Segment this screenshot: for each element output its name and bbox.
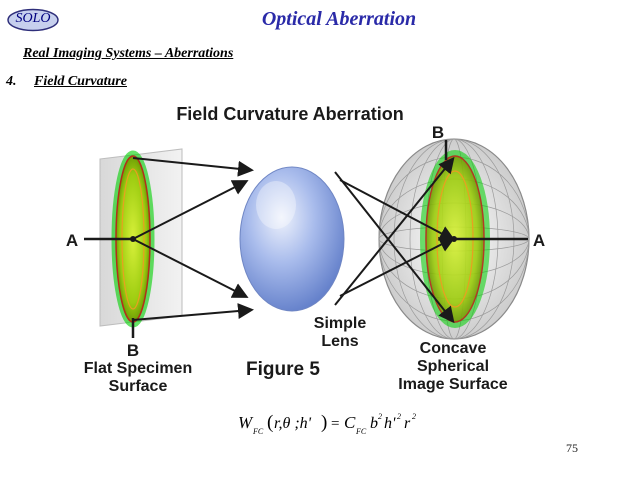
page-number: 75 [566,441,578,455]
figure-title: Field Curvature Aberration [176,104,403,124]
point-a-right [451,236,457,242]
light-rays [132,156,456,324]
formula-h-exp: 2 [397,412,401,421]
solo-logo [7,8,59,32]
section-number: 4. [6,74,17,89]
formula-c: C [344,413,356,432]
left-caption-line2: Surface [109,378,168,395]
left-caption-line1: Flat Specimen [84,360,192,377]
lens-highlight [256,181,296,229]
formula-fc-sub2: FC [355,427,367,436]
label-a-left: A [66,231,78,250]
formula-close-paren: ) [321,412,327,433]
right-caption-line3: Image Surface [398,376,507,393]
page-title: Optical Aberration [261,8,417,30]
simple-lens [239,166,345,312]
lens-caption-line1: Simple [314,315,367,332]
lens-caption-line2: Lens [321,333,358,350]
formula-r-exp: 2 [412,412,416,421]
formula-b: b [370,415,378,432]
formula-args: r,θ ;h' [274,415,312,432]
formula-r: r [404,415,411,432]
solo-logo-text: SOLO [15,11,51,26]
formula-h: h' [384,415,396,432]
right-caption-line1: Concave [420,340,487,357]
label-b-right: B [432,123,444,142]
right-caption-line2: Spherical [417,358,489,375]
label-b-left: B [127,341,139,360]
formula-open-paren: ( [267,412,273,433]
formula-w: W [238,413,254,432]
formula-fc-sub: FC [252,427,264,436]
formula-equals: = [331,416,339,432]
formula-b-exp: 2 [378,412,382,421]
label-a-right: A [533,231,545,250]
point-a-left [130,236,136,242]
section-label: Field Curvature [34,74,127,89]
field-curvature-formula: W FC ( r,θ ;h' ) = C FC b 2 h' 2 r 2 [238,412,416,436]
section-subtitle: Real Imaging Systems – Aberrations [23,46,234,61]
figure-label: Figure 5 [246,359,320,380]
section-heading: 4. Field Curvature [6,74,127,90]
